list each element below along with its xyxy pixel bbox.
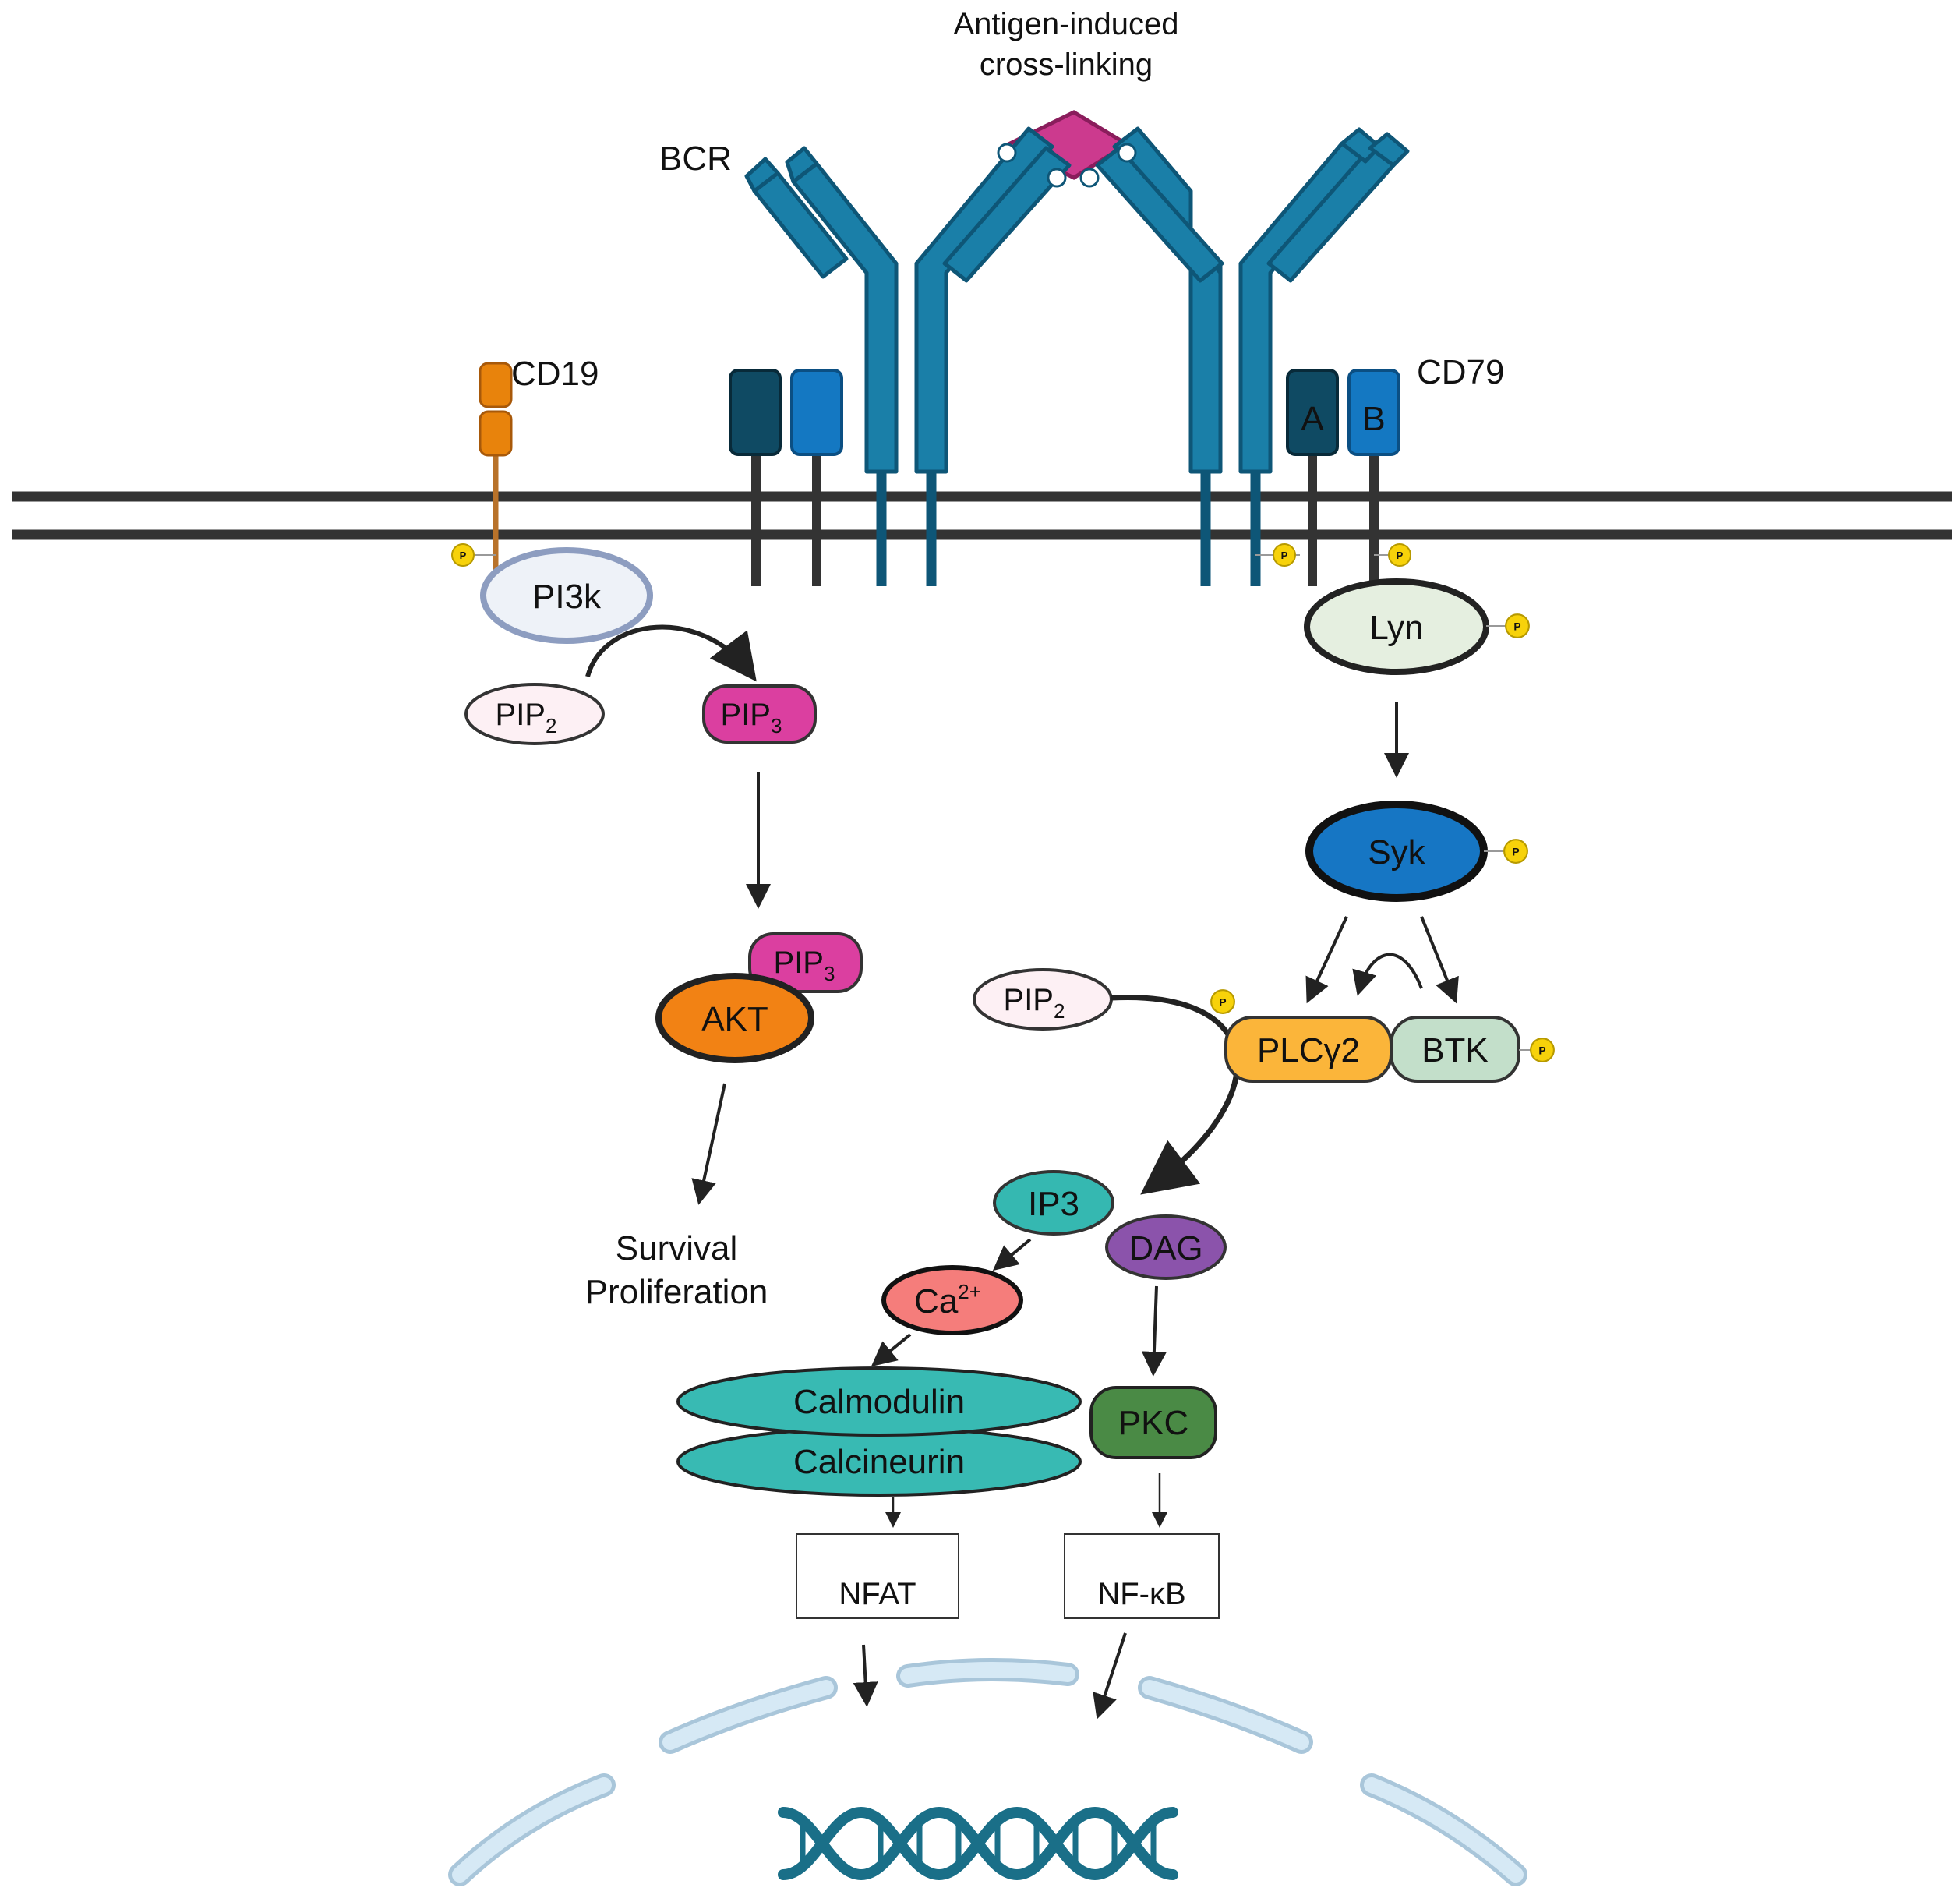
- bcr-receptor-right: [1095, 126, 1410, 474]
- btk-label: BTK: [1421, 1031, 1489, 1069]
- lyn-label: Lyn: [1369, 609, 1423, 647]
- pip3-akt-node: [748, 932, 863, 993]
- akt-to-survival-arrow: [691, 1083, 726, 1205]
- cd79b-label: B: [1362, 400, 1385, 438]
- antigen-label-line2: cross-linking: [980, 48, 1153, 82]
- antigen-label-line1: Antigen-induced: [953, 7, 1178, 41]
- pi3k-node: [480, 547, 653, 644]
- dag-label: DAG: [1128, 1229, 1202, 1267]
- cd79a-label: A: [1301, 400, 1324, 438]
- btk-to-plcg2-arrow: [1352, 953, 1423, 996]
- nfkb-to-nucleus-arrow: [1093, 1632, 1127, 1720]
- antigen-binding-site: [1047, 168, 1067, 188]
- pi3k-label: PI3k: [532, 578, 602, 616]
- pip2-right-node: [973, 968, 1113, 1031]
- pip3-top-node: [702, 684, 817, 744]
- ip3-node: [993, 1170, 1114, 1236]
- pkc-label: PKC: [1118, 1404, 1188, 1442]
- pip3-akt-label: PIP3: [774, 946, 835, 985]
- ca-label: Ca2+: [914, 1280, 981, 1320]
- cd79b-left: [790, 369, 843, 456]
- akt-node: [655, 973, 814, 1063]
- ca-node: [881, 1265, 1023, 1335]
- cd19-domain-top: [479, 362, 513, 408]
- plcg2-conversion-arrow: [1111, 994, 1240, 1195]
- pip2-left-label: PIP2: [496, 698, 557, 737]
- syk-to-plcg2-arrow: [1305, 916, 1348, 1004]
- phospho-plcg2-icon: [1210, 989, 1235, 1014]
- cd79b-right: [1347, 369, 1400, 456]
- calmodulin-label: Calmodulin: [793, 1383, 965, 1421]
- phospho-cd19-icon: [451, 543, 475, 567]
- pip3-top-label: PIP3: [721, 698, 782, 737]
- ip3-label: IP3: [1028, 1185, 1079, 1223]
- phospho-cd79a-icon: [1273, 543, 1296, 567]
- cd19-label: CD19: [511, 355, 599, 393]
- ip3-to-ca-arrow: [992, 1238, 1032, 1271]
- antigen-binding-site: [1079, 168, 1100, 188]
- antigen-binding-site: [1117, 143, 1137, 163]
- pkc-node: [1089, 1386, 1217, 1459]
- calmodulin-node: [676, 1366, 1082, 1437]
- nfat-label: NFAT: [839, 1577, 916, 1611]
- phospho-lyn-icon: [1505, 613, 1530, 638]
- cd79-label: CD79: [1417, 353, 1505, 391]
- phospho-cd79b-icon: [1388, 543, 1411, 567]
- nfat-to-nucleus-arrow: [853, 1644, 878, 1707]
- nfkb-box: [1064, 1533, 1220, 1619]
- cd19-domain-bottom: [479, 410, 513, 457]
- dna-icon: [778, 1806, 1178, 1881]
- pip2-right-label: PIP2: [1004, 983, 1065, 1023]
- dag-node: [1105, 1214, 1227, 1280]
- dag-to-pkc-arrow: [1141, 1285, 1167, 1377]
- phospho-btk-icon: [1530, 1038, 1555, 1062]
- pip2-left-node: [464, 683, 605, 745]
- nfkb-label: NF-κB: [1097, 1577, 1185, 1611]
- syk-label: Syk: [1368, 833, 1425, 871]
- antigen-binding-site: [997, 143, 1017, 163]
- bcr-receptor-left: [744, 126, 1072, 474]
- survival-label: Survival: [616, 1229, 738, 1267]
- plcg2-label: PLCγ2: [1257, 1031, 1360, 1069]
- ca-to-calmodulin-arrow: [871, 1333, 912, 1367]
- phospho-syk-icon: [1503, 839, 1528, 864]
- pi3k-conversion-arrow: [585, 624, 757, 682]
- akt-label: AKT: [701, 1000, 768, 1038]
- cd79a-left: [729, 369, 782, 456]
- calcineurin-label: Calcineurin: [793, 1443, 965, 1481]
- nfat-box: [796, 1533, 959, 1619]
- proliferation-label: Proliferation: [585, 1273, 768, 1311]
- cd79a-right: [1286, 369, 1339, 456]
- syk-to-btk-arrow: [1420, 916, 1459, 1004]
- bcr-label: BCR: [659, 140, 732, 178]
- nuclear-envelope: [448, 1657, 1527, 1886]
